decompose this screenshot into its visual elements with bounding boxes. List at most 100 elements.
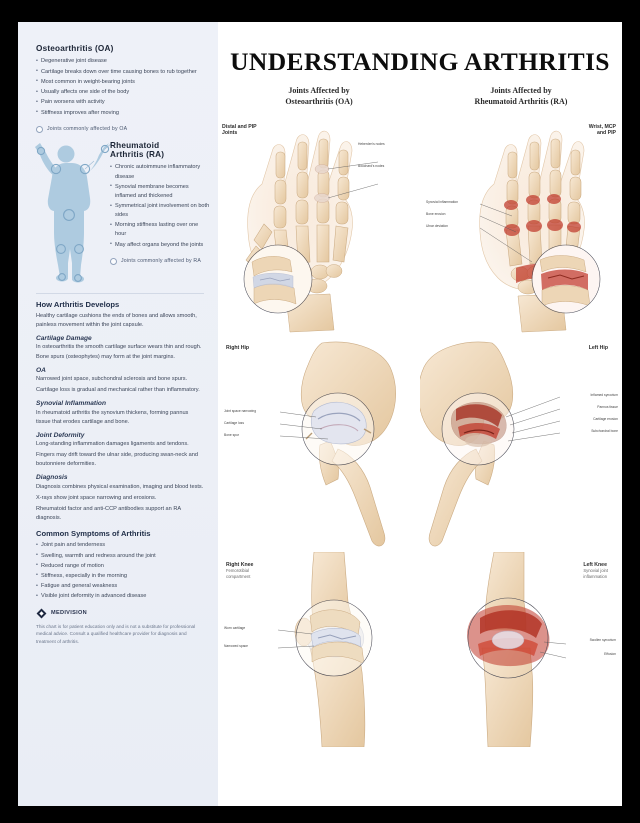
develops-heading: How Arthritis Develops xyxy=(36,299,120,309)
list-item: Fatigue and general weakness xyxy=(36,582,204,591)
oa-section: Osteoarthritis (OA) Degenerative joint d… xyxy=(36,44,204,133)
oa-bullet-list: Degenerative joint disease Cartilage bre… xyxy=(36,57,204,117)
symptoms-section: Common Symptoms of Arthritis Joint pain … xyxy=(36,529,204,601)
paragraph: In rheumatoid arthritis the synovium thi… xyxy=(36,409,189,425)
hand-ra-illustration xyxy=(479,130,601,332)
subsection-heading: Cartilage Damage xyxy=(36,334,92,342)
hip-oa-callout-3: Bone spur xyxy=(224,432,240,437)
knee-oa-label: Right Knee Femorotibial compartment xyxy=(226,562,253,580)
footer-note: This chart is for patient education only… xyxy=(36,623,196,644)
hand-ra-callout-1: Synovial inflammation xyxy=(426,199,459,204)
subsection-heading: Synovial Inflammation xyxy=(36,400,106,408)
subsection-heading: OA xyxy=(36,366,46,374)
paragraph: Diagnosis combines physical examination,… xyxy=(36,483,204,490)
oa-heading: Osteoarthritis (OA) xyxy=(36,44,114,53)
human-body-diagram xyxy=(35,142,113,283)
hip-oa-callout-1: Joint space narrowing xyxy=(224,408,257,413)
develops-section: How Arthritis Develops Healthy cartilage… xyxy=(36,299,204,523)
hip-ra-label: Left Hip xyxy=(588,344,608,351)
list-item: Joint pain and tenderness xyxy=(36,541,204,550)
knee-ra-subtitle: Synovial joint inflammation xyxy=(583,568,608,580)
paragraph: Rheumatoid factor and anti-CCP antibodie… xyxy=(36,505,181,522)
hip-oa-label: Right Hip xyxy=(226,344,250,351)
column-heading-ra: Joints Affected by Rheumatoid Arthritis … xyxy=(474,86,568,106)
list-item: Synovial membrane becomes inflamed and t… xyxy=(110,182,210,201)
sidebar: Osteoarthritis (OA) Degenerative joint d… xyxy=(18,22,218,806)
list-item: Swelling, warmth and redness around the … xyxy=(36,551,204,561)
page-title: UNDERSTANDING ARTHRITIS xyxy=(230,47,610,76)
paragraph: X-rays show joint space narrowing and er… xyxy=(36,494,157,501)
list-item: Usually affects one side of the body xyxy=(36,88,204,97)
hand-oa-label: Distal and PIP Joints xyxy=(222,123,257,137)
list-item: Degenerative joint disease xyxy=(36,57,204,66)
hip-oa-callout-2: Cartilage loss xyxy=(224,420,244,425)
legend-dot-icon xyxy=(36,125,43,133)
list-item: Stiffness, especially in the morning xyxy=(36,571,204,581)
paragraph: Healthy cartilage cushions the ends of b… xyxy=(36,312,197,328)
ra-legend: Joints commonly affected by RA xyxy=(110,257,210,265)
paragraph: Long-standing inflammation damages ligam… xyxy=(36,441,189,448)
knee-ra-callout-1: Swollen synovium xyxy=(589,637,616,642)
list-item: Pain worsens with activity xyxy=(36,98,204,107)
hand-oa-cell: Distal and PIP Joints Heberden's nodes B… xyxy=(218,112,420,337)
divider xyxy=(36,292,204,294)
list-item: Symmetrical joint involvement on both si… xyxy=(110,202,210,220)
brand-lockup: MEDIVISION xyxy=(36,608,204,619)
column-heading-oa: Joints Affected by Osteoarthritis (OA) xyxy=(285,86,353,106)
oa-legend: Joints commonly affected by OA xyxy=(36,125,204,133)
oa-legend-label: Joints commonly affected by OA xyxy=(47,126,128,133)
knee-oa-illustration xyxy=(277,551,373,747)
hand-oa-illustration xyxy=(243,130,379,332)
main-content: UNDERSTANDING ARTHRITIS Joints Affected … xyxy=(218,22,622,806)
ra-section: Rheumatoid Arthritis (RA) Chronic autoim… xyxy=(35,137,209,285)
list-item: Visible joint deformity in advanced dise… xyxy=(36,592,204,601)
list-item: May affect organs beyond the joints xyxy=(110,240,210,250)
knee-oa-title: Right Knee xyxy=(226,561,254,568)
hip-ra-illustration xyxy=(420,341,561,546)
list-item: Morning stiffness lasting over one hour xyxy=(110,221,210,239)
knee-oa-callout-1: Worn cartilage xyxy=(224,625,246,630)
paragraph: Narrowed joint space, subchondral sclero… xyxy=(36,376,188,383)
hip-ra-callout-3: Cartilage erosion xyxy=(593,416,618,421)
hip-oa-cell: Right Hip Joint space narrowing Cartilag… xyxy=(218,337,420,552)
ra-legend-label: Joints commonly affected by RA xyxy=(121,258,202,265)
list-item: Cartilage breaks down over time causing … xyxy=(36,67,204,77)
knee-oa-subtitle: Femorotibial compartment xyxy=(226,568,251,580)
hip-oa-illustration xyxy=(279,341,396,546)
knee-ra-label: Left Knee Synovial joint inflammation xyxy=(583,562,608,580)
hip-ra-callout-1: Inflamed synovium xyxy=(590,392,619,397)
hip-ra-callout-2: Pannus tissue xyxy=(597,404,618,409)
symptoms-heading: Common Symptoms of Arthritis xyxy=(36,529,151,539)
hips-row: Right Hip Joint space narrowing Cartilag… xyxy=(218,337,622,552)
footer: MEDIVISION This chart is for patient edu… xyxy=(36,608,204,646)
ra-heading: Rheumatoid Arthritis (RA) xyxy=(110,140,165,160)
diamond-logo-icon xyxy=(36,608,47,618)
hip-ra-cell: Left Hip Inflamed synovium Pannus tissue… xyxy=(420,337,622,552)
knee-oa-cell: Right Knee Femorotibial compartment Worn… xyxy=(218,551,420,747)
hand-ra-label: Wrist, MCP and PIP xyxy=(588,123,616,137)
list-item: Most common in weight-bearing joints xyxy=(36,77,204,87)
poster-canvas: Osteoarthritis (OA) Degenerative joint d… xyxy=(18,22,622,806)
list-item: Reduced range of motion xyxy=(36,561,204,571)
knee-ra-cell: Left Knee Synovial joint inflammation Sw… xyxy=(420,551,622,747)
paragraph: Cartilage loss is gradual and mechanical… xyxy=(36,387,200,394)
knees-row: Right Knee Femorotibial compartment Worn… xyxy=(218,551,622,747)
hand-oa-callout-2: Bouchard's nodes xyxy=(358,163,385,168)
legend-dot-icon xyxy=(110,257,117,265)
hand-oa-callout-1: Heberden's nodes xyxy=(358,141,385,146)
list-item: Chronic autoimmune inflammatory disease xyxy=(110,163,210,181)
knee-ra-illustration xyxy=(467,551,567,747)
hand-ra-callout-2: Bone erosion xyxy=(426,211,446,216)
column-headings: Joints Affected by Osteoarthritis (OA) J… xyxy=(218,86,622,108)
hand-ra-cell: Wrist, MCP and PIP Synovial inflammation… xyxy=(420,112,622,337)
subsection-heading: Joint Deformity xyxy=(36,431,85,439)
list-item: Stiffness improves after moving xyxy=(36,108,204,118)
knee-oa-callout-2: Narrowed space xyxy=(224,643,249,648)
paragraph: Fingers may drift toward the ulnar side,… xyxy=(36,452,198,468)
subsection-heading: Diagnosis xyxy=(36,474,68,482)
hip-ra-callout-4: Subchondral bone xyxy=(591,428,618,433)
symptoms-list: Joint pain and tenderness Swelling, warm… xyxy=(36,541,204,601)
ra-bullet-list: Chronic autoimmune inflammatory disease … xyxy=(110,163,210,249)
paragraph: In osteoarthritis the smooth cartilage s… xyxy=(36,344,202,360)
brand-name: MEDIVISION xyxy=(51,610,87,616)
